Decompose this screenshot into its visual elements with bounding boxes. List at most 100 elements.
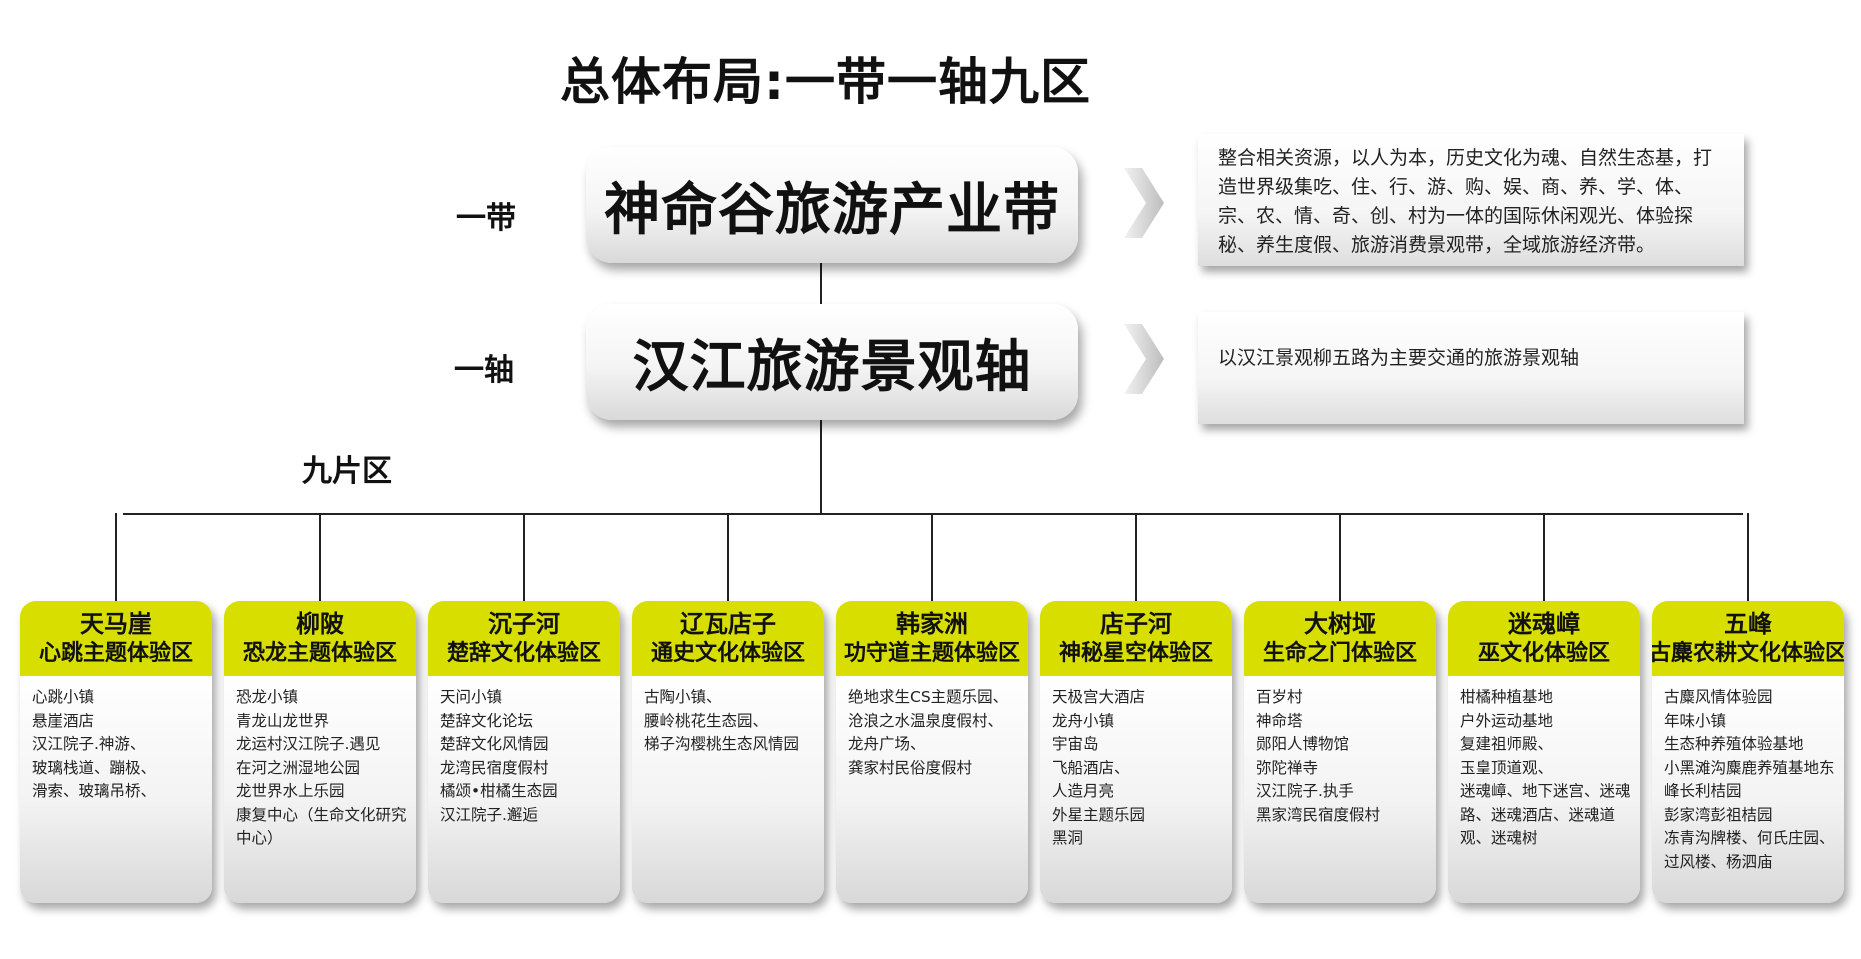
zone-subtitle: 功守道主题体验区 xyxy=(843,640,1020,666)
list-item: 生态种养殖体验基地 xyxy=(1664,735,1804,753)
zone-subtitle: 神秘星空体验区 xyxy=(1058,640,1213,666)
chevron-right-icon xyxy=(1124,324,1164,394)
list-item: 复建祖师殿、 xyxy=(1460,735,1554,753)
list-item: 汉江院子.邂逅 xyxy=(440,805,538,824)
list-item: 沧浪之水温泉度假村、 xyxy=(848,711,1004,730)
zone-card: 辽瓦店子通史文化体验区古陶小镇、腰岭桃花生态园、梯子沟樱桃生态风情园 xyxy=(632,601,824,903)
list-item: 神命塔 xyxy=(1256,711,1303,730)
list-item: 龙湾民宿度假村 xyxy=(440,758,549,777)
zone-name: 柳陂 xyxy=(296,609,344,638)
list-item: 飞船酒店、 xyxy=(1052,758,1130,777)
zone-card: 五峰古麋农耕文化体验区古麋风情体验园年味小镇生态种养殖体验基地小黑滩沟麋鹿养殖基… xyxy=(1652,601,1844,903)
zone-subtitle: 恐龙主题体验区 xyxy=(242,640,397,666)
list-item: 青龙山龙世界 xyxy=(236,711,330,730)
zone-card-body: 古麋风情体验园年味小镇生态种养殖体验基地小黑滩沟麋鹿养殖基地东峰长利桔园彭家湾彭… xyxy=(1652,676,1844,903)
axis-description: 以汉江景观柳五路为主要交通的旅游景观轴 xyxy=(1198,312,1744,424)
zone-subtitle: 古麋农耕文化体验区 xyxy=(1652,640,1844,666)
list-item: 彭家湾彭祖桔园 xyxy=(1664,805,1773,824)
list-item: 外星主题乐园 xyxy=(1052,805,1146,824)
list-item: 汉江院子.神游、 xyxy=(32,735,146,753)
connector-axis-zones xyxy=(820,420,822,514)
list-item: 龚家村民俗度假村 xyxy=(848,758,973,777)
zone-name: 五峰 xyxy=(1724,609,1772,638)
list-item: 年味小镇 xyxy=(1664,711,1727,730)
zone-drop-line xyxy=(1747,513,1749,603)
list-item: 楚辞文化论坛 xyxy=(440,711,534,730)
list-item: 楚辞文化风情园 xyxy=(440,735,549,753)
list-item: 龙世界水上乐园 xyxy=(236,782,345,800)
zone-subtitle: 巫文化体验区 xyxy=(1477,640,1610,666)
zone-subtitle: 心跳主题体验区 xyxy=(38,640,193,666)
zone-card-body: 天问小镇楚辞文化论坛楚辞文化风情园龙湾民宿度假村橘颂•柑橘生态园汉江院子.邂逅 xyxy=(428,676,620,903)
zone-name: 沉子河 xyxy=(488,609,560,638)
list-item: 迷魂嶂、地下迷宫、迷魂路、迷魂酒店、迷魂道观、迷魂树 xyxy=(1460,782,1631,847)
zone-name: 天马崖 xyxy=(80,609,152,638)
zone-card: 天马崖心跳主题体验区心跳小镇悬崖酒店汉江院子.神游、玻璃栈道、蹦极、滑索、玻璃吊… xyxy=(20,601,212,903)
zone-card-header: 迷魂嶂巫文化体验区 xyxy=(1448,601,1640,676)
zone-drop-line xyxy=(319,513,321,603)
zone-card-header: 五峰古麋农耕文化体验区 xyxy=(1652,601,1844,676)
zone-card-header: 韩家洲功守道主题体验区 xyxy=(836,601,1028,676)
belt-box: 神命谷旅游产业带 xyxy=(586,147,1078,263)
zone-subtitle: 通史文化体验区 xyxy=(650,640,805,666)
list-item: 绝地求生CS主题乐园、 xyxy=(848,688,1009,706)
zone-card-header: 大树垭生命之门体验区 xyxy=(1244,601,1436,676)
list-item: 汉江院子.执手 xyxy=(1256,782,1354,800)
list-item: 小黑滩沟麋鹿养殖基地东峰长利桔园 xyxy=(1664,758,1835,801)
zone-card: 柳陂恐龙主题体验区恐龙小镇青龙山龙世界龙运村汉江院子.遇见在河之洲湿地公园龙世界… xyxy=(224,601,416,903)
connector-belt-axis xyxy=(820,262,822,304)
zone-card-body: 绝地求生CS主题乐园、沧浪之水温泉度假村、龙舟广场、龚家村民俗度假村 xyxy=(836,676,1028,903)
list-item: 橘颂•柑橘生态园 xyxy=(440,782,558,800)
list-item: 弥陀禅寺 xyxy=(1256,758,1319,777)
zone-card-body: 恐龙小镇青龙山龙世界龙运村汉江院子.遇见在河之洲湿地公园龙世界水上乐园康复中心（… xyxy=(224,676,416,903)
zone-card-header: 天马崖心跳主题体验区 xyxy=(20,601,212,676)
list-item: 人造月亮 xyxy=(1052,782,1115,800)
zones-bus-line xyxy=(123,513,1743,515)
page-title: 总体布局:一带一轴九区 xyxy=(560,53,1091,111)
zone-name: 大树垭 xyxy=(1304,609,1376,638)
zone-card-header: 沉子河楚辞文化体验区 xyxy=(428,601,620,676)
list-item: 龙舟小镇 xyxy=(1052,711,1115,730)
list-item: 黑家湾民宿度假村 xyxy=(1256,805,1381,824)
zone-card-header: 店子河神秘星空体验区 xyxy=(1040,601,1232,676)
list-item: 天问小镇 xyxy=(440,688,503,706)
belt-description: 整合相关资源，以人为本，历史文化为魂、自然生态基，打造世界级集吃、住、行、游、购… xyxy=(1198,134,1744,266)
zone-card: 迷魂嶂巫文化体验区柑橘种植基地户外运动基地复建祖师殿、玉皇顶道观、迷魂嶂、地下迷… xyxy=(1448,601,1640,903)
list-item: 心跳小镇 xyxy=(32,688,95,706)
list-item: 古麋风情体验园 xyxy=(1664,688,1773,706)
list-item: 户外运动基地 xyxy=(1460,711,1554,730)
list-item: 玻璃栈道、蹦极、 xyxy=(32,758,157,777)
axis-box: 汉江旅游景观轴 xyxy=(586,304,1078,420)
list-item: 宇宙岛 xyxy=(1052,735,1099,753)
zone-name: 店子河 xyxy=(1100,609,1172,638)
list-item: 悬崖酒店 xyxy=(32,711,95,730)
zone-card: 大树垭生命之门体验区百岁村神命塔郧阳人博物馆弥陀禅寺汉江院子.执手黑家湾民宿度假… xyxy=(1244,601,1436,903)
zone-drop-line xyxy=(1339,513,1341,603)
zone-drop-line xyxy=(1135,513,1137,603)
zone-card: 店子河神秘星空体验区天极宫大酒店龙舟小镇宇宙岛飞船酒店、人造月亮外星主题乐园黑洞 xyxy=(1040,601,1232,903)
list-item: 龙运村汉江院子.遇见 xyxy=(236,735,381,753)
list-item: 黑洞 xyxy=(1052,829,1084,847)
list-item: 龙舟广场、 xyxy=(848,735,926,753)
zone-drop-line xyxy=(727,513,729,603)
list-item: 腰岭桃花生态园、 xyxy=(644,711,769,730)
axis-label: 一轴 xyxy=(454,353,514,388)
zone-card-body: 心跳小镇悬崖酒店汉江院子.神游、玻璃栈道、蹦极、滑索、玻璃吊桥、 xyxy=(20,676,212,903)
list-item: 冻青沟牌楼、何氏庄园、过风楼、杨泗庙 xyxy=(1664,829,1835,871)
zone-card-body: 天极宫大酒店龙舟小镇宇宙岛飞船酒店、人造月亮外星主题乐园黑洞 xyxy=(1040,676,1232,903)
zone-card-header: 辽瓦店子通史文化体验区 xyxy=(632,601,824,676)
chevron-right-icon xyxy=(1124,168,1164,238)
zone-name: 迷魂嶂 xyxy=(1508,609,1580,638)
zone-drop-line xyxy=(115,513,117,603)
zone-subtitle: 生命之门体验区 xyxy=(1262,640,1417,666)
zone-subtitle: 楚辞文化体验区 xyxy=(446,640,601,666)
list-item: 恐龙小镇 xyxy=(236,688,299,706)
belt-label: 一带 xyxy=(456,201,516,236)
list-item: 郧阳人博物馆 xyxy=(1256,735,1350,753)
list-item: 天极宫大酒店 xyxy=(1052,688,1146,706)
list-item: 柑橘种植基地 xyxy=(1460,688,1554,706)
zone-card-body: 柑橘种植基地户外运动基地复建祖师殿、玉皇顶道观、迷魂嶂、地下迷宫、迷魂路、迷魂酒… xyxy=(1448,676,1640,903)
zone-card: 韩家洲功守道主题体验区绝地求生CS主题乐园、沧浪之水温泉度假村、龙舟广场、龚家村… xyxy=(836,601,1028,903)
zone-card-body: 百岁村神命塔郧阳人博物馆弥陀禅寺汉江院子.执手黑家湾民宿度假村 xyxy=(1244,676,1436,903)
list-item: 梯子沟樱桃生态风情园 xyxy=(644,735,800,753)
